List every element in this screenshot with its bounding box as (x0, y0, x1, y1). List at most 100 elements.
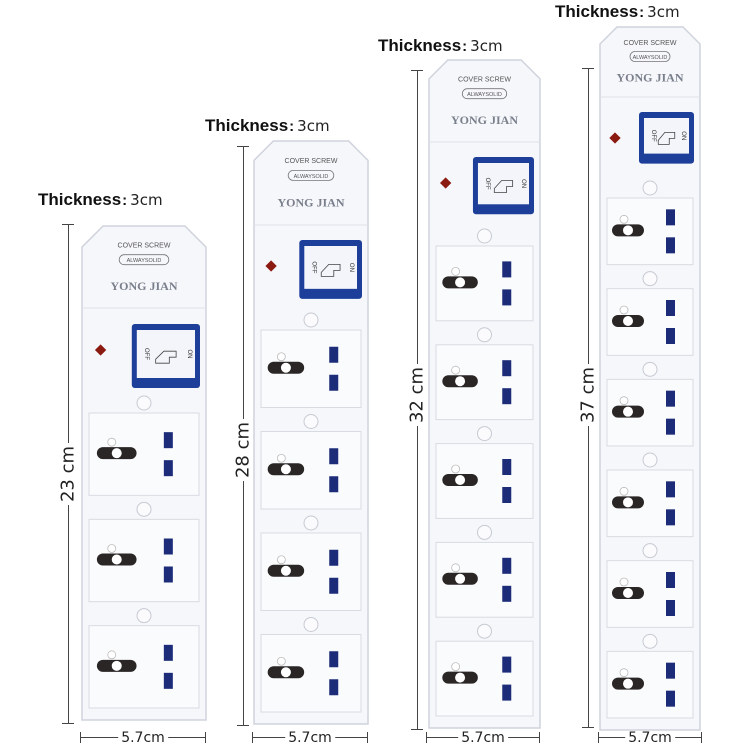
outlet-center-hole (623, 316, 633, 326)
outlet-top-hole (451, 563, 461, 573)
outlet-blue-slot-top (666, 572, 675, 588)
outlet-top-hole (619, 668, 629, 678)
outlet-blue-slot-bottom (163, 672, 173, 689)
outlet-center-hole (280, 667, 291, 678)
seal-text: ALWAYSOLID (467, 92, 502, 98)
seal-text: ALWAYSOLID (633, 55, 668, 61)
outlet-top-hole (619, 486, 629, 496)
brand-text: YONG JIAN (451, 113, 518, 127)
thickness-label-3: Thickness:3cm (378, 36, 503, 55)
indicator-light (609, 132, 621, 144)
outlet-blue-slot-bottom (666, 418, 675, 435)
switch-off-label: OFF (484, 178, 490, 190)
switch-on-label: ON (186, 350, 192, 359)
width-label-2: 5.7cm (285, 730, 335, 746)
cover-seal (287, 169, 335, 181)
outlet-top-hole (451, 266, 461, 276)
cover-seal (629, 51, 671, 62)
outlet-center-hole (455, 376, 466, 387)
screw-hole (303, 414, 319, 429)
thickness-label-1: Thickness:3cm (38, 190, 163, 209)
outlet-center-hole (280, 464, 291, 475)
cover-seal (118, 254, 170, 266)
outlet-blue-slot-bottom (666, 690, 675, 707)
switch-window (304, 246, 357, 289)
screw-hole (136, 395, 152, 411)
seal-text: ALWAYSOLID (127, 258, 162, 264)
switch-on-label: ON (348, 263, 354, 272)
seal-text: ALWAYSOLID (294, 174, 329, 180)
outlet-face (606, 197, 694, 266)
brand-text: YONG JIAN (277, 196, 344, 210)
outlet-center-hole (623, 406, 633, 417)
outlet-center-hole (455, 277, 466, 288)
outlet-blue-slot-bottom (329, 679, 339, 696)
outlet-top-hole (276, 555, 286, 565)
outlet-top-hole (451, 662, 461, 671)
outlet-blue-slot-top (502, 360, 512, 377)
outlet-blue-slot-bottom (329, 374, 339, 391)
outlet-blue-slot-top (666, 481, 675, 498)
indicator-light (439, 177, 452, 189)
outlet-center-hole (455, 573, 466, 584)
outlet-top-hole (619, 396, 629, 406)
cover-screw-text: COVER SCREW (285, 158, 338, 165)
outlet-blue-slot-bottom (502, 289, 512, 306)
outlet-top-hole (276, 656, 286, 666)
outlet-blue-slot-top (163, 538, 173, 555)
outlet-top-hole (619, 577, 629, 587)
screw-hole (477, 524, 492, 540)
outlet-blue-slot-top (502, 557, 512, 574)
outlet-blue-slot-top (502, 656, 512, 673)
outlet-blue-slot-top (666, 390, 675, 407)
outlet-blue-slot-top (666, 209, 675, 226)
outlet-top-hole (107, 650, 117, 660)
switch-on-label: ON (680, 131, 686, 140)
outlet-blue-slot-top (329, 448, 339, 465)
cover-screw-text: COVER SCREW (118, 242, 171, 249)
outlet-blue-slot-top (666, 662, 675, 679)
width-label-3: 5.7cm (458, 730, 508, 746)
switch-window (136, 330, 195, 378)
switch-off-label: OFF (143, 348, 149, 360)
outlet-top-hole (276, 352, 286, 362)
outlet-blue-slot-bottom (666, 600, 675, 616)
outlet-blue-slot-bottom (502, 585, 512, 602)
outlet-center-hole (623, 497, 633, 508)
screw-hole (136, 608, 152, 624)
outlet-blue-slot-top (666, 300, 675, 316)
outlet-center-hole (280, 565, 291, 576)
thickness-label-4: Thickness:3cm (555, 2, 680, 21)
hand-press-icon (493, 180, 514, 193)
indicator-light (265, 260, 277, 272)
outlet-blue-slot-bottom (502, 684, 512, 701)
outlet-blue-slot-top (502, 459, 512, 475)
screw-hole (642, 361, 658, 377)
screw-hole (303, 312, 319, 328)
switch-window (477, 163, 529, 205)
switch-on-label: ON (520, 179, 526, 188)
outlet-blue-slot-top (163, 644, 173, 661)
outlet-center-hole (623, 225, 633, 236)
outlet-center-hole (455, 672, 466, 683)
width-label-4: 5.7cm (625, 730, 675, 746)
outlet-top-hole (107, 544, 117, 553)
outlet-top-hole (276, 453, 286, 463)
outlet-blue-slot-bottom (666, 237, 675, 254)
outlet-blue-slot-top (329, 346, 339, 363)
outlet-top-hole (451, 365, 461, 375)
screw-hole (136, 501, 152, 517)
switch-off-label: OFF (650, 130, 656, 142)
outlet-center-hole (111, 554, 122, 565)
outlet-blue-slot-top (163, 432, 173, 449)
outlet-center-hole (111, 660, 122, 671)
switch-window (644, 118, 689, 154)
outlet-top-hole (107, 437, 117, 447)
outlet-blue-slot-top (329, 651, 339, 668)
outlet-blue-slot-bottom (666, 509, 675, 526)
